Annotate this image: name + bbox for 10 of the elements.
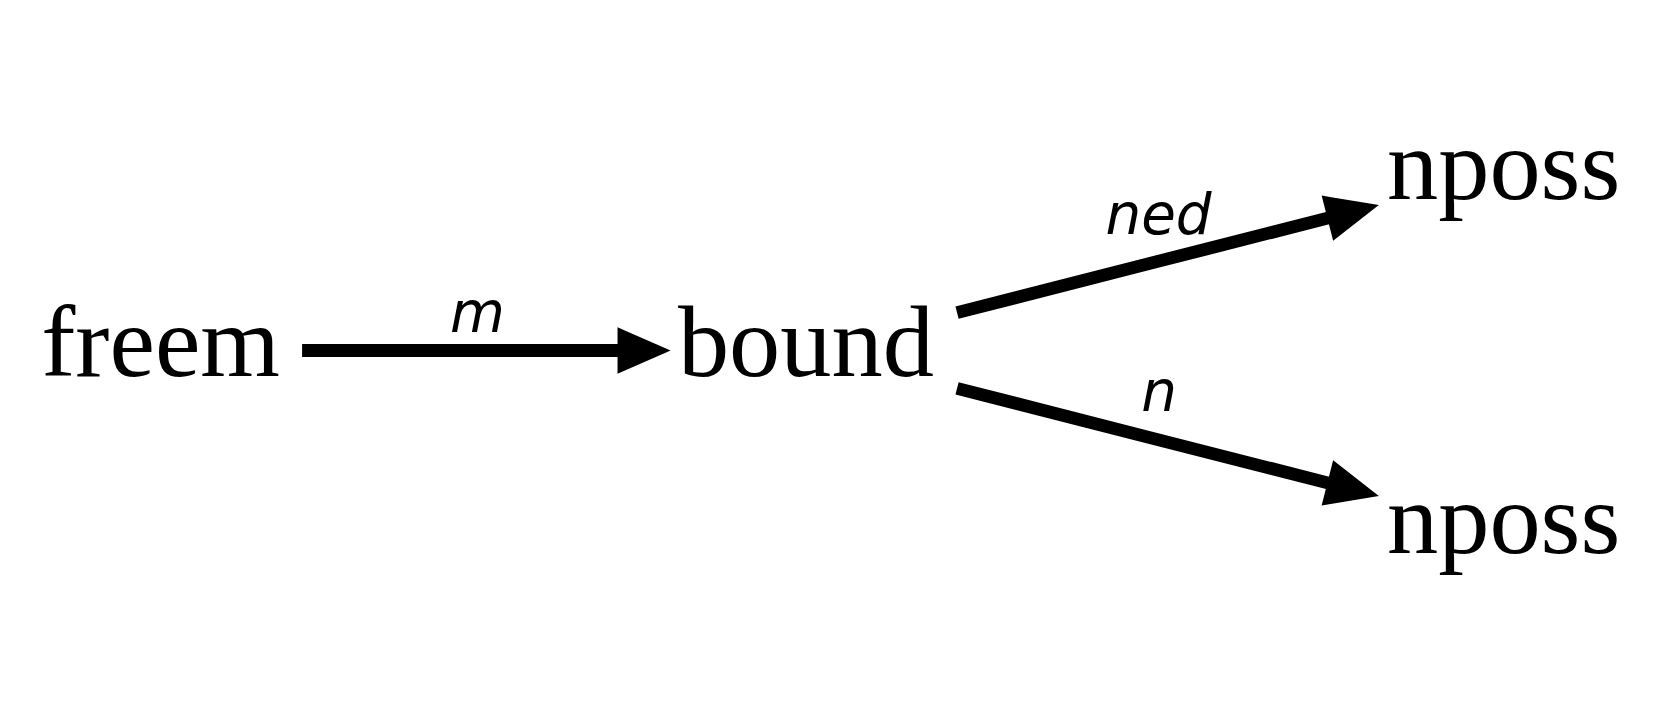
arrow bbox=[302, 327, 671, 374]
arrow bbox=[955, 382, 1379, 506]
edge-label: ned bbox=[1105, 182, 1212, 248]
node-text: bound bbox=[677, 285, 934, 399]
node-text: nposs bbox=[1387, 108, 1621, 222]
arrow bbox=[955, 195, 1379, 319]
edge-label: m bbox=[449, 279, 505, 345]
edge-label: n bbox=[1141, 358, 1178, 424]
node-text: nposs bbox=[1387, 461, 1621, 575]
node-text: freem bbox=[41, 285, 280, 399]
